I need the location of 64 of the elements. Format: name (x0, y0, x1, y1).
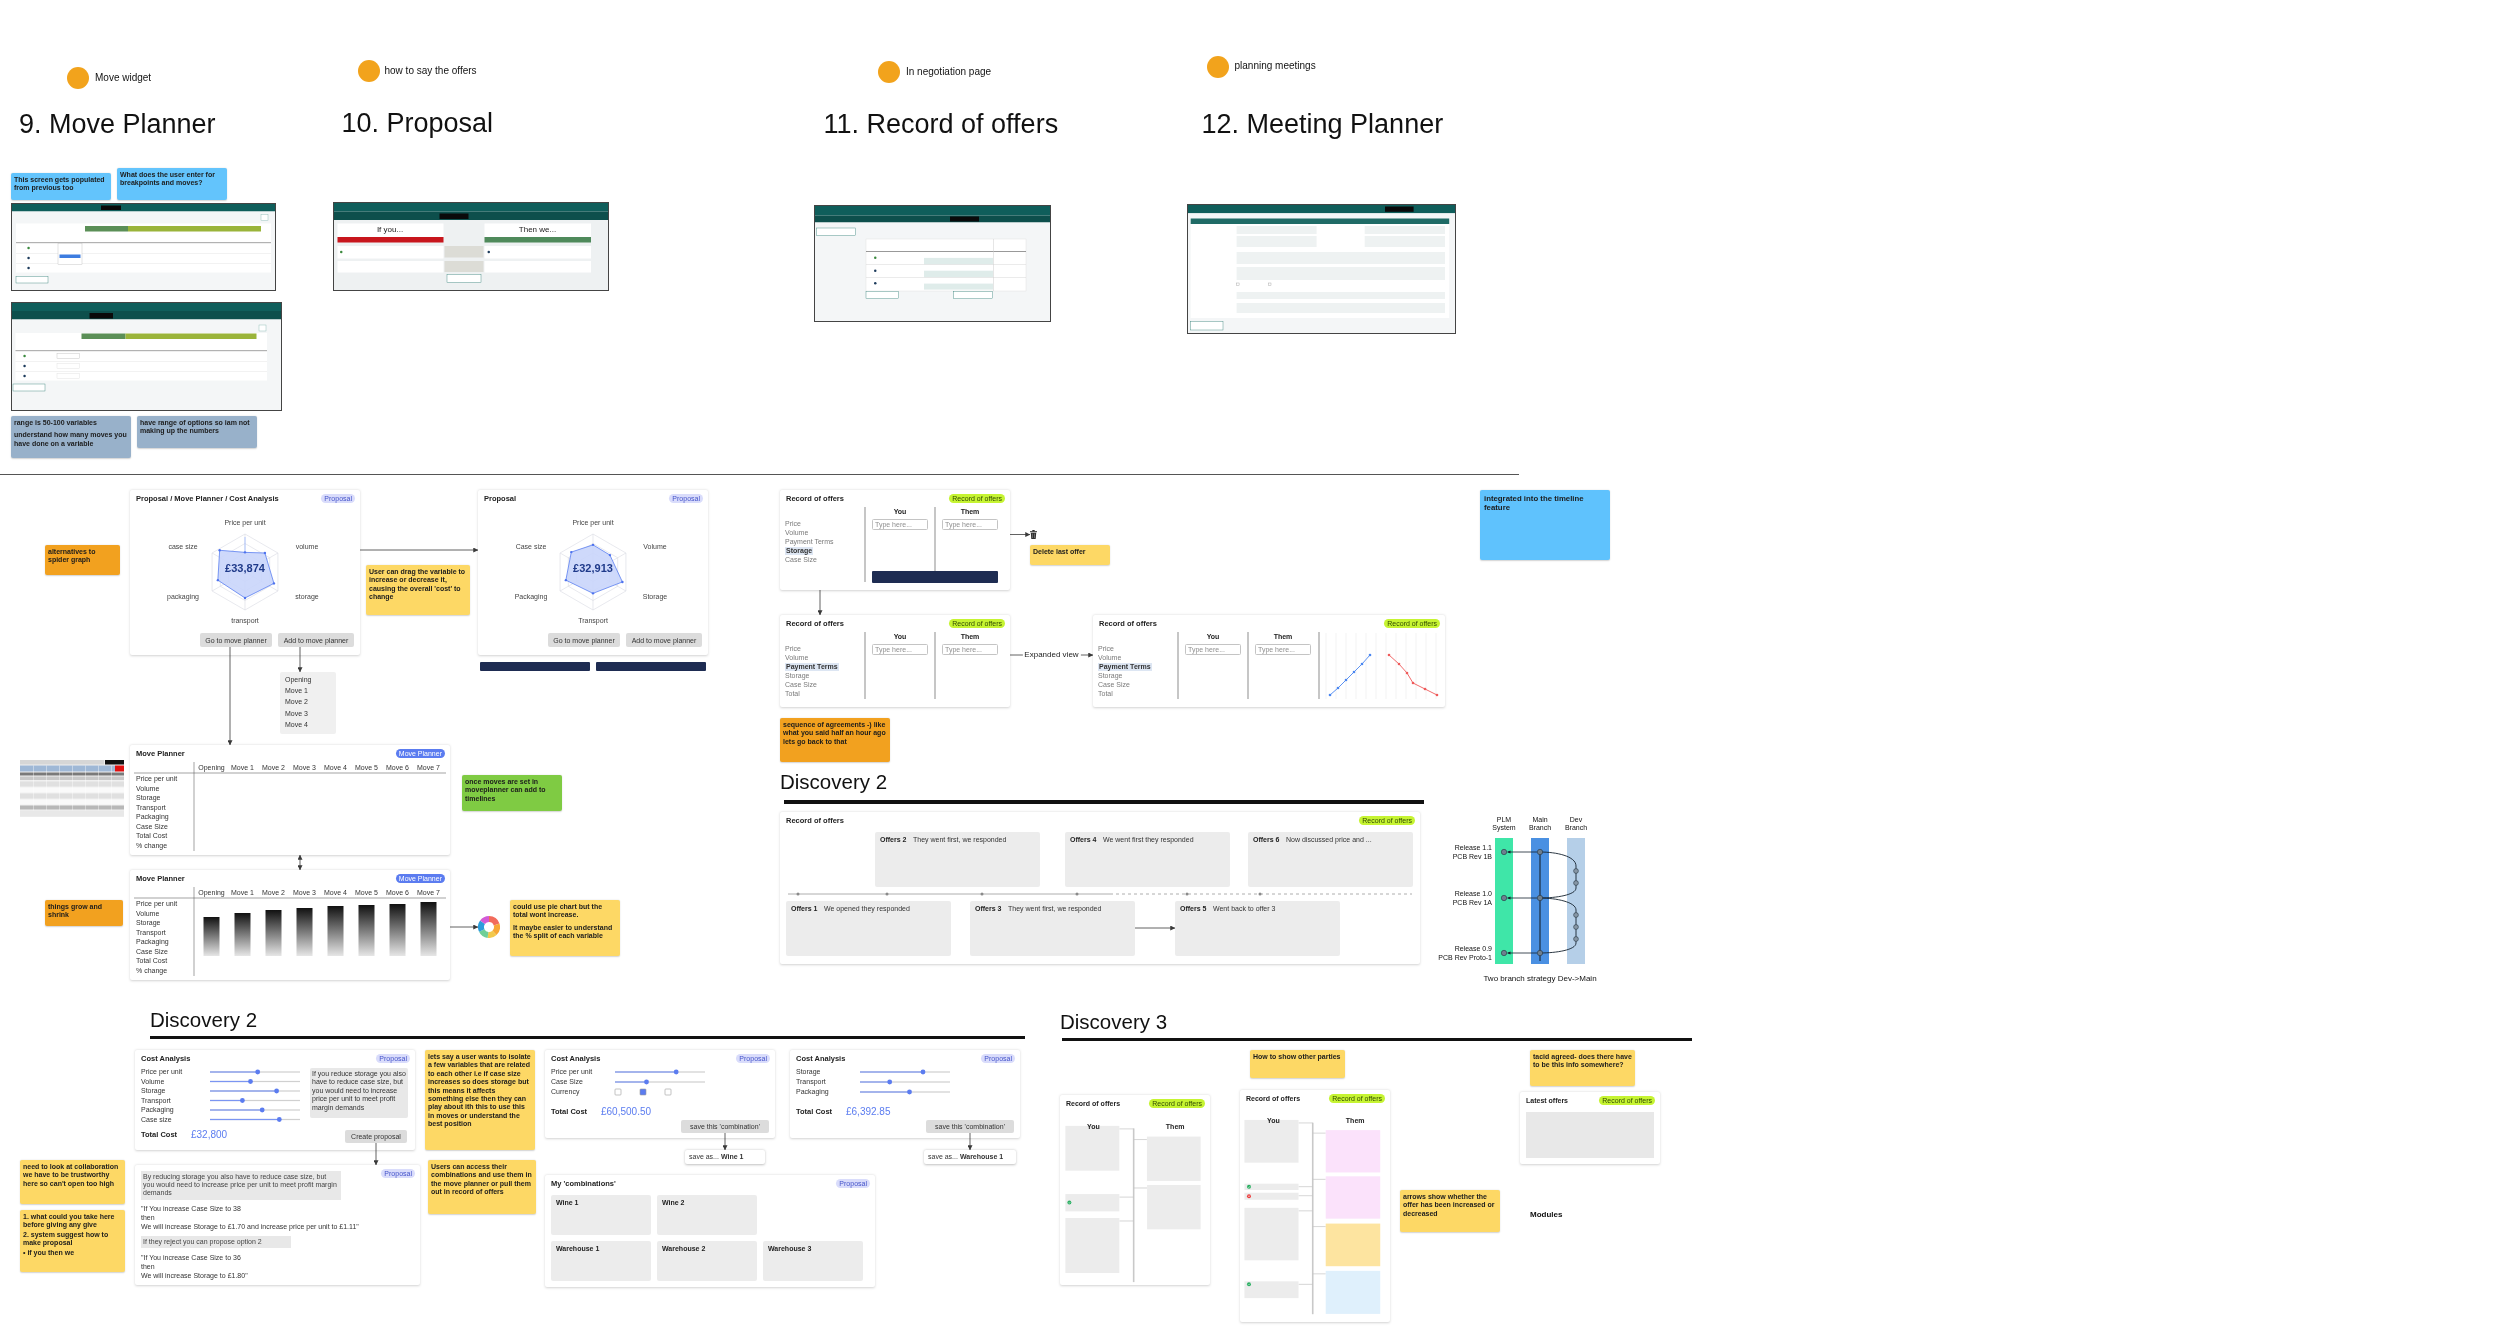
offer-card (1175, 901, 1340, 956)
sticky-note (425, 1050, 535, 1150)
total-value: £32,913 (573, 561, 613, 575)
sticky-note (137, 416, 257, 448)
message-banner (596, 662, 706, 671)
ui-card (135, 1165, 420, 1285)
total-value: £33,874 (225, 561, 265, 575)
edge-label: Expanded view (1022, 650, 1081, 660)
section-title: 10. Proposal (341, 108, 494, 140)
sticky-note (20, 1160, 125, 1204)
section-title: 12. Meeting Planner (1201, 109, 1444, 141)
sticky-note (1480, 490, 1610, 560)
section-label: Modules (1530, 1210, 1563, 1220)
annotation-text: planning meetings (1234, 60, 1316, 72)
dropdown-menu (280, 672, 336, 734)
sticky-note (45, 545, 120, 575)
figure-caption: Two branch strategy Dev->Main (1483, 974, 1597, 984)
sticky-note (1530, 1050, 1635, 1086)
arrow (297, 854, 303, 871)
sticky-note (20, 1210, 125, 1272)
ui-card (1520, 1092, 1660, 1164)
section-title: 11. Record of offers (823, 109, 1059, 141)
ui-card (780, 615, 1010, 707)
sticky-note (117, 168, 227, 200)
trash-icon (1030, 530, 1037, 539)
sticky-note (11, 416, 131, 458)
ui-card (1093, 615, 1445, 707)
sticky-note (366, 565, 470, 615)
ui-card (130, 745, 450, 855)
ui-card (1060, 1095, 1210, 1285)
total-value: £6,392.85 (846, 1106, 891, 1118)
section-title: 9. Move Planner (19, 109, 216, 141)
column-heading: Then we... (518, 224, 557, 235)
message-banner (480, 662, 590, 671)
ui-card (780, 490, 1010, 590)
donut-chart-icon (478, 916, 500, 938)
sticky-note (780, 718, 890, 762)
ui-card (1240, 1090, 1390, 1322)
ui-card (545, 1050, 775, 1138)
sticky-note (1250, 1050, 1345, 1078)
sticky-note (1030, 545, 1110, 565)
sticky-note (510, 900, 620, 956)
sticky-note (45, 900, 123, 926)
total-value: £60,500.50 (601, 1106, 652, 1118)
ui-card (130, 870, 450, 980)
section-title: Discovery 2 (780, 770, 888, 794)
ui-card (130, 490, 360, 655)
ui-card (478, 490, 708, 655)
sticky-note (462, 775, 562, 811)
column-heading: If you... (376, 224, 404, 235)
ui-card (545, 1175, 875, 1287)
total-value: £32,800 (191, 1129, 228, 1141)
section-title: Discovery 3 (1060, 1010, 1168, 1034)
section-title: Discovery 2 (150, 1008, 258, 1032)
ui-card (135, 1050, 415, 1150)
ui-card (780, 812, 1420, 964)
annotation-text: Move widget (95, 72, 152, 84)
ui-card (790, 1050, 1020, 1138)
annotation-text: how to say the offers (384, 65, 477, 77)
sticky-note (11, 173, 111, 200)
annotation-text: In negotiation page (906, 65, 992, 78)
offer-card (970, 901, 1135, 956)
sticky-note (1400, 1190, 1500, 1232)
sticky-note (428, 1160, 536, 1214)
